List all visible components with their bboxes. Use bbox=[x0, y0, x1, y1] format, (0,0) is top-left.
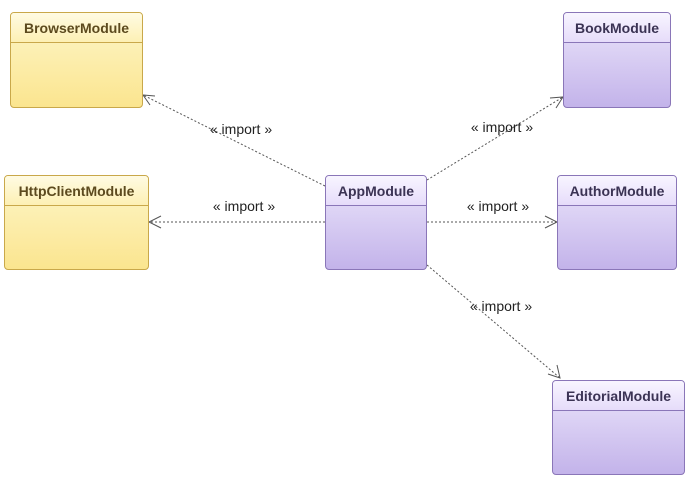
editorial-module-title: EditorialModule bbox=[553, 381, 684, 411]
app-module-body bbox=[326, 206, 426, 269]
author-module-box[interactable]: AuthorModule bbox=[557, 175, 677, 270]
browser-module-title: BrowserModule bbox=[11, 13, 142, 43]
import-label-book: « import » bbox=[470, 119, 534, 135]
import-arrow-author bbox=[427, 215, 559, 229]
import-arrow-editorial bbox=[426, 264, 561, 379]
import-label-browser: « import » bbox=[209, 121, 273, 137]
http-client-module-box[interactable]: HttpClientModule bbox=[4, 175, 149, 270]
import-arrow-book bbox=[426, 96, 564, 181]
author-module-body bbox=[558, 206, 676, 269]
import-arrow-http-client bbox=[147, 215, 325, 229]
import-label-editorial: « import » bbox=[469, 298, 533, 314]
browser-module-body bbox=[11, 43, 142, 107]
app-module-title: AppModule bbox=[326, 176, 426, 206]
book-module-title: BookModule bbox=[564, 13, 670, 43]
author-module-title: AuthorModule bbox=[558, 176, 676, 206]
import-label-author: « import » bbox=[466, 198, 530, 214]
book-module-body bbox=[564, 43, 670, 107]
import-arrow-browser bbox=[141, 94, 326, 187]
http-client-module-body bbox=[5, 206, 148, 269]
book-module-box[interactable]: BookModule bbox=[563, 12, 671, 108]
app-module-box[interactable]: AppModule bbox=[325, 175, 427, 270]
import-label-http-client: « import » bbox=[212, 198, 276, 214]
editorial-module-body bbox=[553, 411, 684, 474]
editorial-module-box[interactable]: EditorialModule bbox=[552, 380, 685, 475]
browser-module-box[interactable]: BrowserModule bbox=[10, 12, 143, 108]
http-client-module-title: HttpClientModule bbox=[5, 176, 148, 206]
